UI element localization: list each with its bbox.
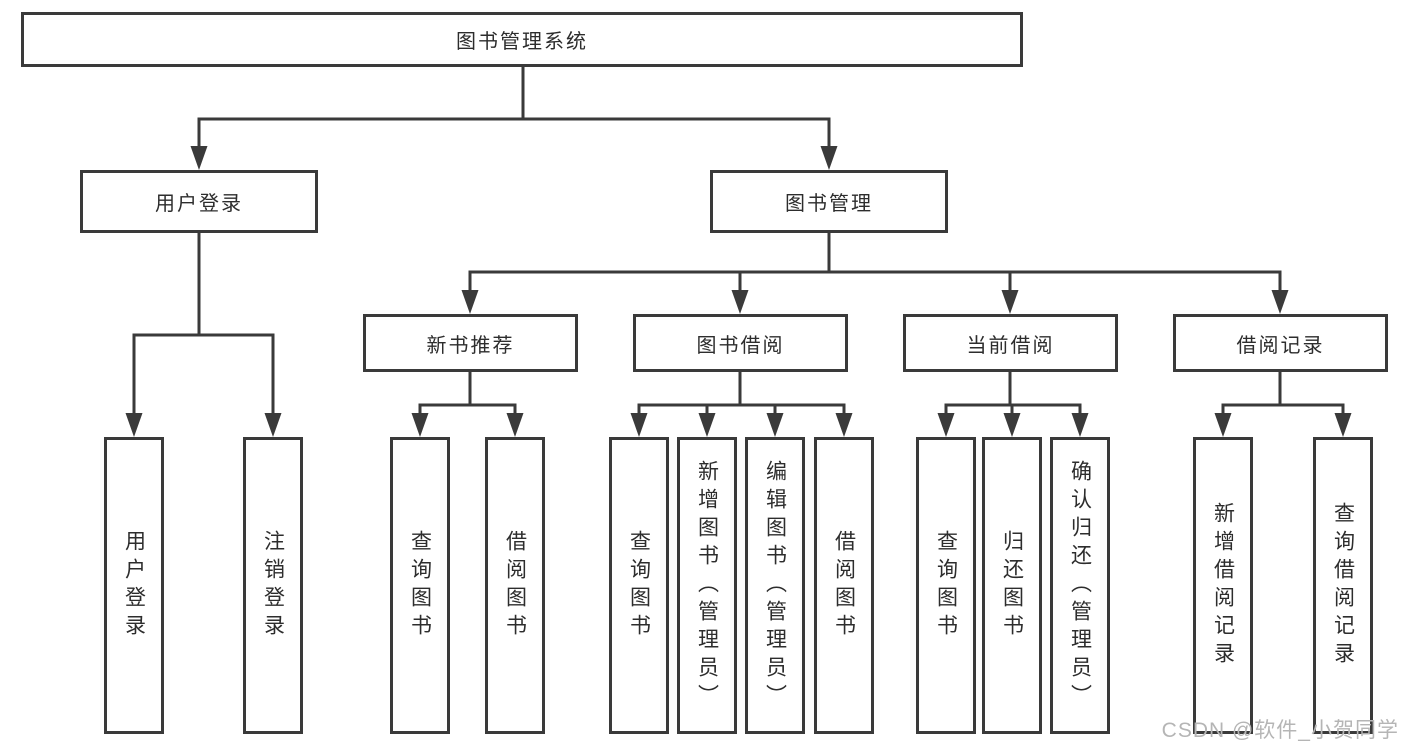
leaf-add-borrow-record: 新增借阅记录 — [1193, 437, 1253, 734]
leaf-query-books-current: 查询图书 — [916, 437, 976, 734]
leaf-query-books-recommend-label: 查询图书 — [408, 529, 432, 642]
leaf-edit-book-admin-label: 编辑图书（管理员） — [763, 459, 787, 712]
leaf-user-login-label: 用户登录 — [122, 529, 146, 642]
arrowhead-down-icon — [1334, 413, 1352, 437]
arrowhead-down-icon — [411, 413, 429, 437]
leaf-query-borrow-record: 查询借阅记录 — [1313, 437, 1373, 734]
leaf-add-book-admin-label: 新增图书（管理员） — [695, 459, 719, 712]
node-book-borrowing-label: 图书借阅 — [696, 334, 785, 357]
leaf-logout-label: 注销登录 — [261, 529, 285, 642]
arrowhead-down-icon — [190, 146, 208, 170]
csdn-watermark: CSDN @软件_小贺同学 — [1161, 719, 1399, 742]
arrowhead-down-icon — [1003, 413, 1021, 437]
leaf-query-borrow-record-label: 查询借阅记录 — [1331, 501, 1355, 670]
node-current-borrowing-label: 当前借阅 — [966, 334, 1055, 357]
node-new-book-recommend: 新书推荐 — [363, 314, 578, 372]
leaf-edit-book-admin: 编辑图书（管理员） — [745, 437, 805, 734]
arrowhead-down-icon — [1001, 290, 1019, 314]
node-book-borrowing: 图书借阅 — [633, 314, 848, 372]
arrowhead-down-icon — [1214, 413, 1232, 437]
leaf-logout: 注销登录 — [243, 437, 303, 734]
leaf-query-books-borrowing: 查询图书 — [609, 437, 669, 734]
node-book-management: 图书管理 — [710, 170, 948, 233]
node-root-label: 图书管理系统 — [456, 31, 588, 53]
leaf-borrow-books-recommend-label: 借阅图书 — [503, 529, 527, 642]
arrowhead-down-icon — [1271, 290, 1289, 314]
arrowhead-down-icon — [125, 413, 143, 437]
arrowhead-down-icon — [698, 413, 716, 437]
leaf-borrow-books: 借阅图书 — [814, 437, 874, 734]
arrowhead-down-icon — [1071, 413, 1089, 437]
arrowhead-down-icon — [264, 413, 282, 437]
leaf-return-books: 归还图书 — [982, 437, 1042, 734]
arrowhead-down-icon — [766, 413, 784, 437]
leaf-add-book-admin: 新增图书（管理员） — [677, 437, 737, 734]
node-user-login: 用户登录 — [80, 170, 318, 233]
node-current-borrowing: 当前借阅 — [903, 314, 1118, 372]
leaf-user-login: 用户登录 — [104, 437, 164, 734]
leaf-query-books-current-label: 查询图书 — [934, 529, 958, 642]
node-borrowing-records: 借阅记录 — [1173, 314, 1388, 372]
node-borrowing-records-label: 借阅记录 — [1236, 334, 1325, 357]
arrowhead-down-icon — [731, 290, 749, 314]
node-new-book-recommend-label: 新书推荐 — [426, 334, 515, 357]
leaf-add-borrow-record-label: 新增借阅记录 — [1211, 501, 1235, 670]
leaf-query-books-recommend: 查询图书 — [390, 437, 450, 734]
leaf-query-books-borrowing-label: 查询图书 — [627, 529, 651, 642]
leaf-borrow-books-label: 借阅图书 — [832, 529, 856, 642]
arrowhead-down-icon — [506, 413, 524, 437]
arrowhead-down-icon — [461, 290, 479, 314]
leaf-confirm-return-admin: 确认归还（管理员） — [1050, 437, 1110, 734]
node-book-management-label: 图书管理 — [785, 193, 873, 215]
arrowhead-down-icon — [937, 413, 955, 437]
arrowhead-down-icon — [820, 146, 838, 170]
arrowhead-down-icon — [630, 413, 648, 437]
node-root: 图书管理系统 — [21, 12, 1023, 67]
node-user-login-label: 用户登录 — [155, 193, 243, 215]
leaf-return-books-label: 归还图书 — [1000, 529, 1024, 642]
leaf-borrow-books-recommend: 借阅图书 — [485, 437, 545, 734]
leaf-confirm-return-admin-label: 确认归还（管理员） — [1068, 459, 1092, 712]
arrowhead-down-icon — [835, 413, 853, 437]
